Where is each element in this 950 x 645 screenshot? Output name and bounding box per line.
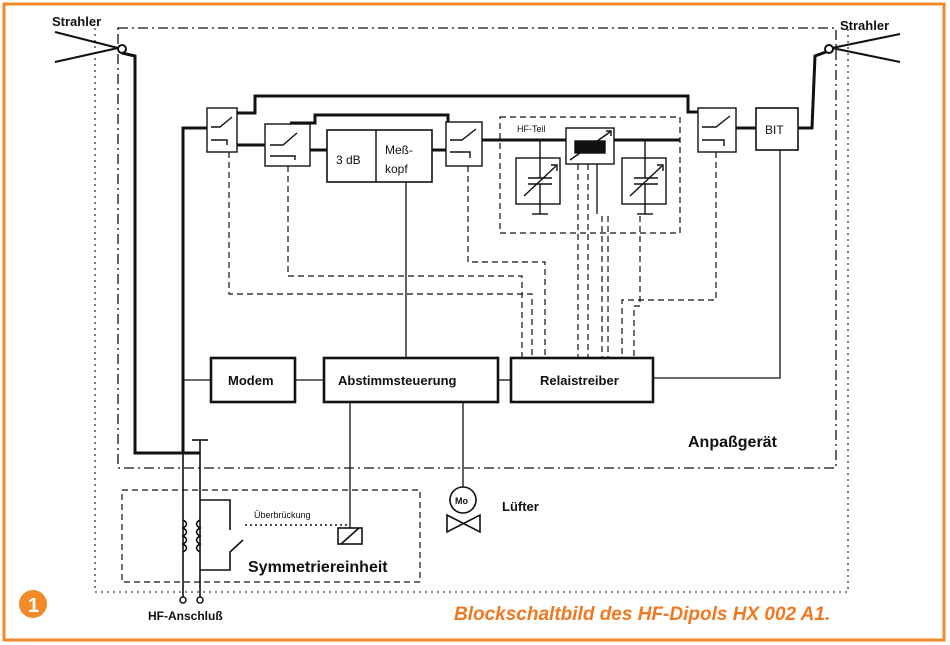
matching-unit-label: Anpaßgerät [688,434,778,451]
relay-driver-label: Relaistreiber [540,373,619,388]
figure-number: 1 [28,595,39,617]
antenna-left-label: Strahler [52,14,101,29]
measure-head-label-1: Meß- [385,143,413,157]
variable-capacitor-left-icon [515,140,561,215]
figure-caption: Blockschaltbild des HF-Dipols HX 002 A1. [454,604,830,625]
bit-label: BIT [765,123,784,137]
motor-label: Mo [455,496,468,506]
system-border [94,28,849,593]
device-enclosure [117,27,837,469]
balun-circuit [181,439,363,600]
modem-label: Modem [228,373,274,388]
bit-block [755,107,799,151]
motor-icon [446,486,481,534]
modem-block [209,356,297,404]
tuning-control-label: Abstimmsteuerung [338,373,457,388]
antenna-right-label: Strahler [840,18,889,33]
antenna-right-icon [824,33,901,63]
figure-badge [19,590,47,618]
attenuator-label: 3 dB [336,153,361,167]
hf-part-label: HF-Teil [517,124,546,134]
relay-1 [206,107,238,153]
relay-3 [445,121,483,167]
rf-signal-path [121,50,827,455]
control-lines [183,150,781,528]
fan-label: Lüfter [502,499,539,514]
relay-control-lines [228,152,717,358]
antenna-left-icon [54,31,127,63]
variable-inductor-icon [565,127,615,165]
bypass-label: Überbrückung [254,510,311,520]
measure-head-label-2: kopf [385,162,408,176]
relay-2 [264,123,311,167]
rf-connector-label: HF-Anschluß [148,609,223,623]
attenuator-block [326,129,433,183]
variable-capacitor-right-icon [621,140,667,215]
rf-connector-icon [179,596,204,604]
balun-enclosure [121,489,421,583]
relay-driver-block [509,356,655,404]
balun-label: Symmetriereinheit [248,559,388,576]
relay-4 [697,107,737,153]
hf-part-enclosure [499,116,681,234]
